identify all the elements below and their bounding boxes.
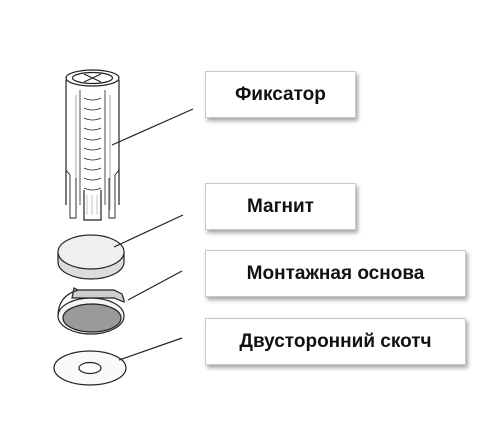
cylinder-latch-icon [65, 69, 120, 221]
label-magnet: Магнит [205, 183, 356, 230]
label-latch: Фиксатор [205, 71, 356, 118]
leader-lines [111, 108, 194, 361]
label-mounting-base: Монтажная основа [205, 250, 466, 297]
leader-line-latch [111, 108, 194, 146]
mounting-base-icon [57, 287, 125, 335]
tape-ring-icon [53, 350, 127, 386]
magnet-disc-icon [57, 234, 125, 280]
leader-line-tape [118, 337, 183, 361]
leader-line-magnet [113, 214, 184, 248]
label-double-sided-tape: Двусторонний скотч [205, 318, 466, 365]
leader-line-base [127, 270, 183, 301]
